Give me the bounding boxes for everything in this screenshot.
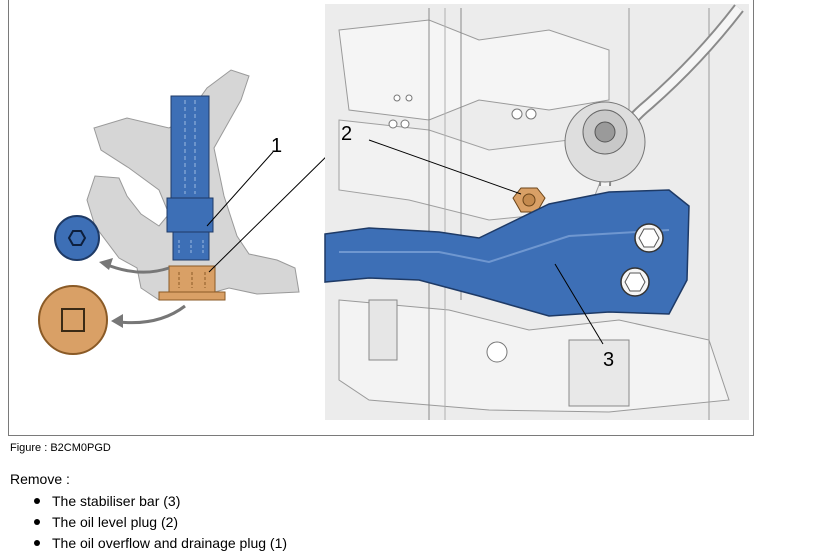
- remove-heading: Remove :: [10, 471, 70, 487]
- list-item: The oil level plug (2): [30, 512, 287, 533]
- list-item: The oil overflow and drainage plug (1): [30, 533, 287, 554]
- arrow-to-blue-end-view: [104, 262, 170, 274]
- upper-plug-shaft: [170, 95, 210, 199]
- removal-steps-list: The stabiliser bar (3) The oil level plu…: [30, 491, 287, 554]
- bronze-plug-end-view: [38, 285, 108, 355]
- callout-1: 1: [271, 135, 282, 157]
- stabiliser-bar-oil-plug-illustration: 1: [38, 4, 749, 420]
- callout-2: 2: [341, 123, 352, 145]
- arrow-to-bronze-end-view: [118, 304, 186, 325]
- callout-3: 3: [603, 349, 614, 371]
- plug-section-view: 1: [38, 69, 336, 355]
- lower-plug-flange: [158, 291, 226, 301]
- stabiliser-bar: [324, 189, 690, 317]
- figure-frame: 1: [8, 0, 754, 436]
- list-item: The stabiliser bar (3): [30, 491, 287, 512]
- figure-caption: Figure : B2CM0PGD: [10, 442, 111, 454]
- engine-view: [324, 4, 749, 420]
- upper-plug-collar: [166, 197, 214, 233]
